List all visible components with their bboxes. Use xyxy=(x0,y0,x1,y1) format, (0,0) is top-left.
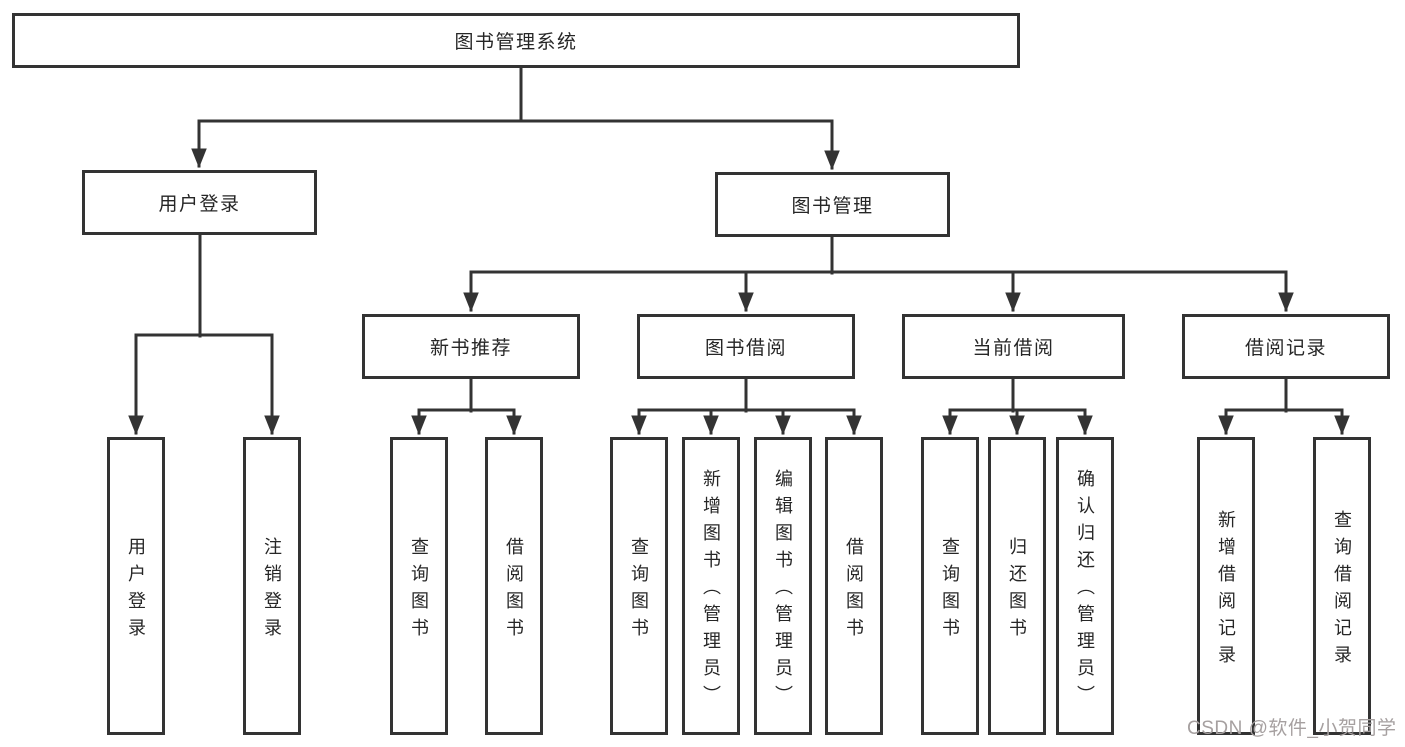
node-library-management-system: 图书管理系统 xyxy=(12,13,1020,68)
node-borrowing-records: 借阅记录 xyxy=(1182,314,1390,379)
node-new-book-recommendation: 新书推荐 xyxy=(362,314,580,379)
node-query-borrow-record: 查询借阅记录 xyxy=(1313,437,1371,735)
node-edit-book-admin: 编辑图书（管理员） xyxy=(754,437,812,735)
node-user-login: 用户登录 xyxy=(82,170,317,235)
node-query-books-a: 查询图书 xyxy=(390,437,448,735)
node-current-borrowing: 当前借阅 xyxy=(902,314,1125,379)
node-confirm-return-admin: 确认归还（管理员） xyxy=(1056,437,1114,735)
node-return-books: 归还图书 xyxy=(988,437,1046,735)
csdn-watermark: CSDN @软件_小贺同学 xyxy=(1187,718,1397,739)
node-add-book-admin: 新增图书（管理员） xyxy=(682,437,740,735)
node-query-books-c: 查询图书 xyxy=(921,437,979,735)
node-login: 用户登录 xyxy=(107,437,165,735)
node-query-books-b: 查询图书 xyxy=(610,437,668,735)
node-book-management: 图书管理 xyxy=(715,172,950,237)
node-borrow-books-a: 借阅图书 xyxy=(485,437,543,735)
node-borrow-books-b: 借阅图书 xyxy=(825,437,883,735)
node-add-borrow-record: 新增借阅记录 xyxy=(1197,437,1255,735)
node-book-borrowing: 图书借阅 xyxy=(637,314,855,379)
node-logout: 注销登录 xyxy=(243,437,301,735)
